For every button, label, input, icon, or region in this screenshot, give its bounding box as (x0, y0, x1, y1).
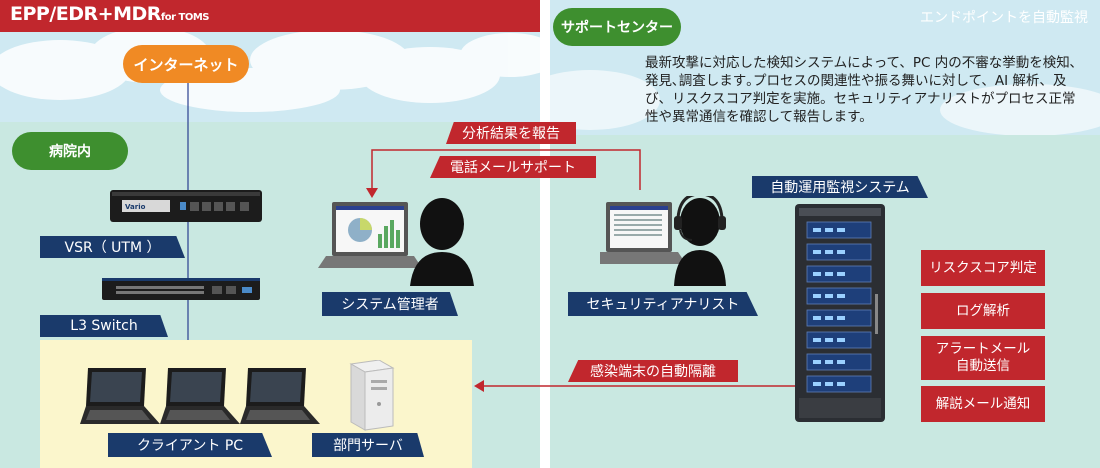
header-bar (0, 0, 540, 32)
support-sky (520, 0, 1100, 136)
client-laptop-2-icon (160, 368, 240, 424)
vsr-label: VSR（ UTM ） (40, 236, 185, 258)
function-log-analysis: ログ解析 (921, 293, 1045, 329)
analyst-workstation-icon (600, 196, 726, 286)
sysadmin-workstation-icon (318, 198, 474, 286)
client-laptop-1-icon (80, 368, 160, 424)
page-subtitle: エンドポイントを自動監視 (920, 10, 1088, 26)
phone-mail-support-label: 電話メールサポート (430, 156, 596, 178)
server-rack-icon (795, 204, 885, 422)
sysadmin-label: システム管理者 (322, 292, 458, 316)
vsr-brand-text: Vario (125, 203, 146, 211)
internet-label: インターネット (123, 45, 249, 83)
analysis-report-label: 分析結果を報告 (446, 122, 576, 144)
function-explanation-mail: 解説メール通知 (921, 386, 1045, 422)
auto-isolation-label: 感染端末の自動隔離 (568, 360, 738, 382)
hospital-label: 病院内 (12, 132, 128, 170)
zone-divider (540, 0, 550, 468)
page-title: EPP/EDR+MDRfor TOMS (10, 3, 210, 25)
vsr-appliance-icon: Vario (110, 190, 262, 222)
dept-server-icon (349, 360, 395, 431)
l3-switch-label: L3 Switch (40, 315, 168, 337)
function-risk-score: リスクスコア判定 (921, 250, 1045, 286)
service-description: 最新攻撃に対応した検知システムによって、PC 内の不審な挙動を検知､発見､調査し… (645, 55, 1077, 125)
monitor-system-label: 自動運用監視システム (752, 176, 928, 198)
l3-switch-icon (102, 278, 260, 300)
support-center-label: サポートセンター (553, 8, 681, 46)
cloud-shapes-right (520, 70, 1100, 136)
function-alert-mail: アラートメール 自動送信 (921, 336, 1045, 380)
client-pc-label: クライアント PC (108, 433, 272, 457)
analyst-label: セキュリティアナリスト (568, 292, 758, 316)
internet-cloud-zone (0, 30, 540, 122)
dept-server-label: 部門サーバ (312, 433, 424, 457)
client-laptop-3-icon (240, 368, 320, 424)
